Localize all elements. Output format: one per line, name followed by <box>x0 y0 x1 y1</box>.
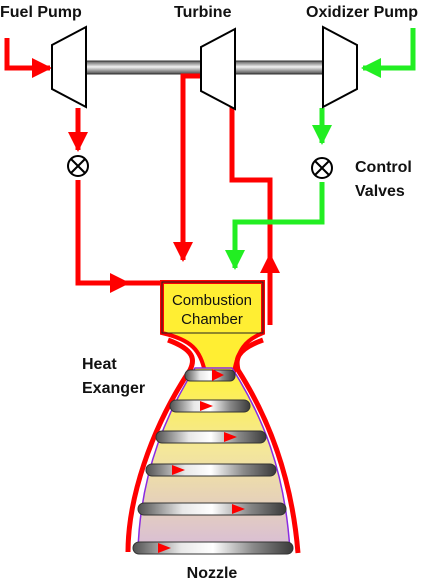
fuel-inlet-line <box>4 38 52 78</box>
cooling-ring <box>137 502 287 516</box>
cooling-ring <box>132 541 294 555</box>
valve-icon <box>67 155 89 177</box>
label-combustion: Combustion <box>172 292 252 309</box>
turbine-drive-line <box>229 77 273 325</box>
cooling-ring <box>145 463 277 477</box>
cooling-rings <box>132 369 294 555</box>
fuel-feed-line <box>75 180 130 293</box>
oxidizer-inlet-line <box>361 28 416 78</box>
label-chamber: Chamber <box>181 311 243 328</box>
label-valves: Valves <box>355 183 405 200</box>
oxidizer-feed-line <box>225 182 325 270</box>
heat-exchanger-right <box>234 337 301 554</box>
turbine <box>200 27 236 111</box>
oxidizer-pump <box>322 25 358 109</box>
cooling-ring <box>155 430 267 444</box>
label-fuel-pump: Fuel Pump <box>0 4 82 21</box>
label-oxidizer-pump: Oxidizer Pump <box>306 4 418 21</box>
label-control: Control <box>355 159 412 176</box>
turbine-exhaust-line <box>173 73 207 262</box>
label-turbine: Turbine <box>174 4 232 21</box>
valve-icon <box>311 157 333 179</box>
fuel-pump <box>51 25 87 109</box>
nozzle-body <box>137 367 291 552</box>
heat-exchanger-left <box>125 337 195 553</box>
label-heat: Heat <box>82 356 117 373</box>
chamber-outline <box>161 281 264 334</box>
cooling-ring <box>184 369 236 382</box>
label-exanger: Exanger <box>82 380 145 397</box>
label-nozzle: Nozzle <box>187 565 238 580</box>
flow-arrow-icon <box>158 369 245 553</box>
